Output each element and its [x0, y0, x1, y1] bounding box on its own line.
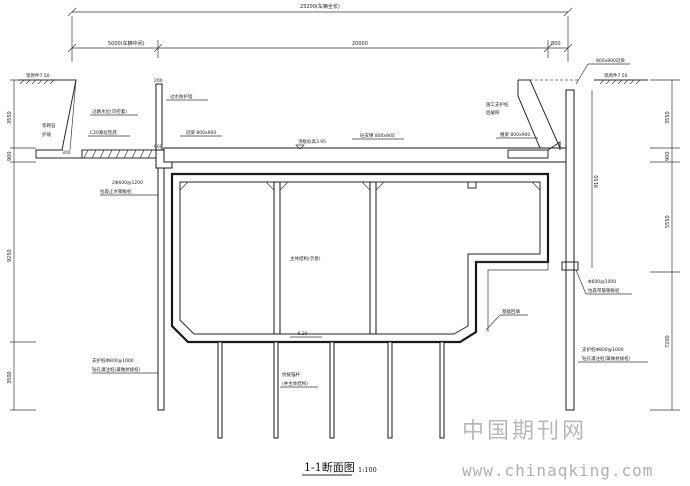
label-drain-left: 过路水位(可控着): [92, 108, 127, 115]
ground-right: 现原件7.50 800x800冠梁 施工支护桩 后破除: [486, 57, 648, 149]
caption-scale: 1:100: [358, 466, 377, 474]
top-dimension-chain: 23200(车辆全长) 5000(车辆中间) 20000 800: [67, 3, 573, 62]
watermark-url: www.chinaqking.com: [462, 461, 653, 480]
label-strut-right-2: 后破除: [486, 109, 500, 116]
dim-right-7200: 7200: [665, 335, 671, 348]
watermark: 中国期刊网 www.chinaqking.com: [462, 419, 653, 480]
dim-left-3550: 3550: [7, 111, 13, 124]
watermark-cn: 中国期刊网: [462, 419, 587, 444]
dim-left-9250: 9250: [7, 249, 13, 262]
label-strut-right: 施工支护桩: [486, 101, 509, 108]
dim-right-900: 900: [665, 151, 671, 161]
label-pile-left-lower-2: 钻孔灌注桩(兼做抗拔桩): [92, 366, 141, 373]
label-bearing: 基础回填: [502, 308, 520, 315]
label-anti-float-2: (并主体结构): [282, 380, 308, 387]
top-slab: 顶板标高3.95 砼支撑 800x900 腰梁 800x900: [163, 131, 569, 163]
label-bottom-level: -6.20: [296, 331, 308, 337]
label-ground-left: 现原件7.50: [26, 72, 50, 79]
caption: 1-1断面图 1:100: [302, 460, 377, 476]
dim-300: 300: [62, 150, 71, 156]
dim-inner-9150: 9150: [594, 175, 600, 188]
dim-right-5550: 5550: [665, 215, 671, 228]
dim-main-span: 20000: [352, 41, 368, 47]
left-vertical-dims: 3550 900 9250 3500: [7, 79, 40, 411]
lower-pile-notes: 支护桩Φ800@1000 钻孔灌注桩(兼做抗拔桩) 支护桩Φ800@1000 钻…: [92, 346, 648, 374]
label-c20: C20素砼垫底: [90, 129, 117, 136]
label-guardrail: 过水防护墙: [170, 93, 193, 100]
label-slope-left: 浆砌石: [42, 122, 56, 129]
label-pile-note-left: 2Φ600@1200: [112, 180, 143, 186]
label-anti-float: 抗拔锚杆: [282, 371, 300, 378]
dim-total: 23200(车辆全长): [300, 3, 340, 10]
label-slope-left-2: 护坡: [42, 131, 51, 138]
left-pile: 2Φ600@1200 拉森止水钢板桩: [100, 167, 165, 411]
label-ground-right: 现原件7.50: [604, 72, 628, 79]
label-top-level: 顶板标高3.95: [298, 138, 326, 145]
label-pile-left-lower: 支护桩Φ800@1000: [92, 357, 134, 364]
dim-left-3500: 3500: [7, 371, 13, 384]
dim-200: 200: [154, 78, 163, 84]
label-pile-right-lower: 支护桩Φ800@1000: [582, 346, 624, 353]
right-pile: Φ600@1000 拉森带筋钢板桩: [561, 89, 632, 411]
dim-right-span: 800: [551, 41, 561, 47]
label-pile-right-upper-2: 拉森带筋钢板桩: [588, 287, 620, 294]
dim-left-900: 900: [7, 151, 13, 161]
dim-right-3550: 3550: [665, 111, 671, 124]
right-vertical-dims: 3550 900 5550 7200 9150: [591, 79, 680, 411]
dim-900: 900: [154, 144, 163, 150]
label-brace: 砼支撑 800x900: [360, 132, 395, 139]
label-pile-note-left-2: 拉森止水钢板桩: [100, 188, 132, 195]
label-beam-right: 800x800冠梁: [596, 57, 625, 64]
label-pile-right-lower-2: 钻孔灌注桩(兼做抗拔桩): [582, 355, 631, 362]
label-corbel-right: 腰梁 800x900: [500, 131, 530, 138]
anti-float-piles: 抗拔锚杆 (并主体结构): [217, 341, 445, 439]
ground-left: 现原件7.50 浆砌石 护坡 过路水位(可控着) C20素砼垫底 300: [18, 72, 159, 159]
label-pile-right-upper: Φ600@1000: [588, 279, 616, 285]
main-structure: 主体结构(示意) -6.20 基础回填: [170, 172, 550, 344]
label-beam-left: 冠梁 800x900: [186, 129, 216, 136]
label-main-structure: 主体结构(示意): [290, 255, 321, 262]
dim-left-span: 5000(车辆中间): [108, 40, 145, 47]
caption-title: 1-1断面图: [304, 460, 355, 474]
